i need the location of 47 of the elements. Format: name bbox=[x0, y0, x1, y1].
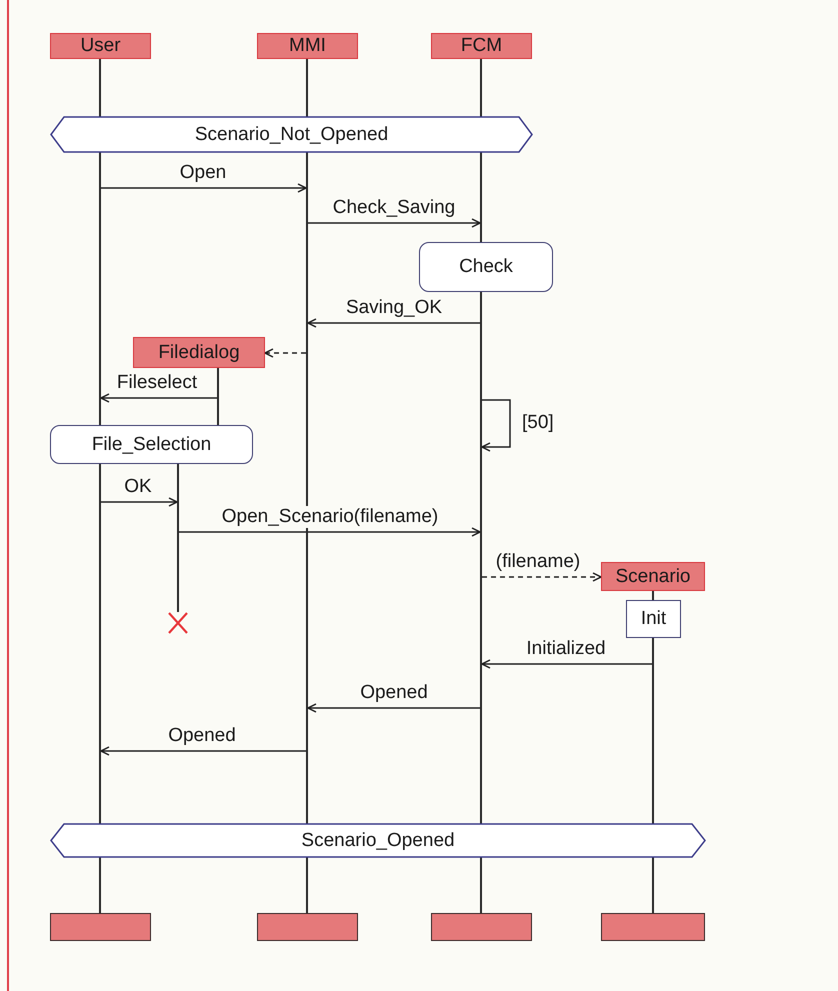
lifeline bbox=[480, 292, 482, 913]
node-label: File_Selection bbox=[92, 434, 212, 456]
message-arrow bbox=[308, 218, 481, 228]
participant-box bbox=[257, 33, 358, 59]
message-arrow bbox=[100, 746, 306, 756]
node-label: Scenario bbox=[616, 566, 690, 588]
lifeline bbox=[99, 59, 101, 913]
message-arrow bbox=[307, 318, 480, 328]
node-label: Filedialog bbox=[158, 342, 240, 364]
message-arrow bbox=[101, 183, 307, 193]
message-arrow bbox=[179, 527, 481, 537]
message-arrow bbox=[264, 348, 306, 358]
lifeline bbox=[480, 59, 482, 242]
participant-box bbox=[50, 33, 151, 59]
lifeline bbox=[652, 638, 654, 913]
state-box bbox=[50, 425, 253, 464]
message-arrow bbox=[482, 572, 602, 582]
lifeline-end-bar bbox=[601, 913, 705, 941]
participant-box bbox=[133, 337, 265, 368]
node-label: Scenario_Not_Opened bbox=[194, 124, 388, 146]
message-arrow bbox=[101, 497, 178, 507]
message-arrow bbox=[100, 393, 217, 403]
node-label: Check bbox=[459, 256, 513, 278]
lifeline bbox=[177, 464, 179, 612]
state-band bbox=[50, 116, 533, 153]
edge-label: Opened bbox=[358, 682, 430, 704]
lifeline-end-bar bbox=[50, 913, 151, 941]
state-box bbox=[419, 242, 553, 292]
activity-box bbox=[626, 600, 681, 638]
edge-label: Opened bbox=[166, 725, 238, 747]
state-band bbox=[50, 823, 706, 858]
lifeline bbox=[306, 59, 308, 913]
participant-box bbox=[431, 33, 532, 59]
node-label: FCM bbox=[460, 35, 502, 57]
message-arrow bbox=[481, 659, 652, 669]
node-label: Init bbox=[640, 608, 666, 630]
lifeline-end-bar bbox=[431, 913, 532, 941]
node-label: MMI bbox=[289, 35, 326, 57]
message-arrow bbox=[307, 703, 480, 713]
lifeline bbox=[652, 591, 654, 600]
participant-box bbox=[601, 562, 705, 591]
node-label: User bbox=[80, 35, 121, 57]
lifeline bbox=[217, 368, 219, 425]
lifeline-end-bar bbox=[257, 913, 358, 941]
message-arrow bbox=[481, 399, 511, 452]
edge-label: Saving_OK bbox=[344, 297, 444, 319]
node-label: Scenario_Opened bbox=[301, 830, 455, 852]
